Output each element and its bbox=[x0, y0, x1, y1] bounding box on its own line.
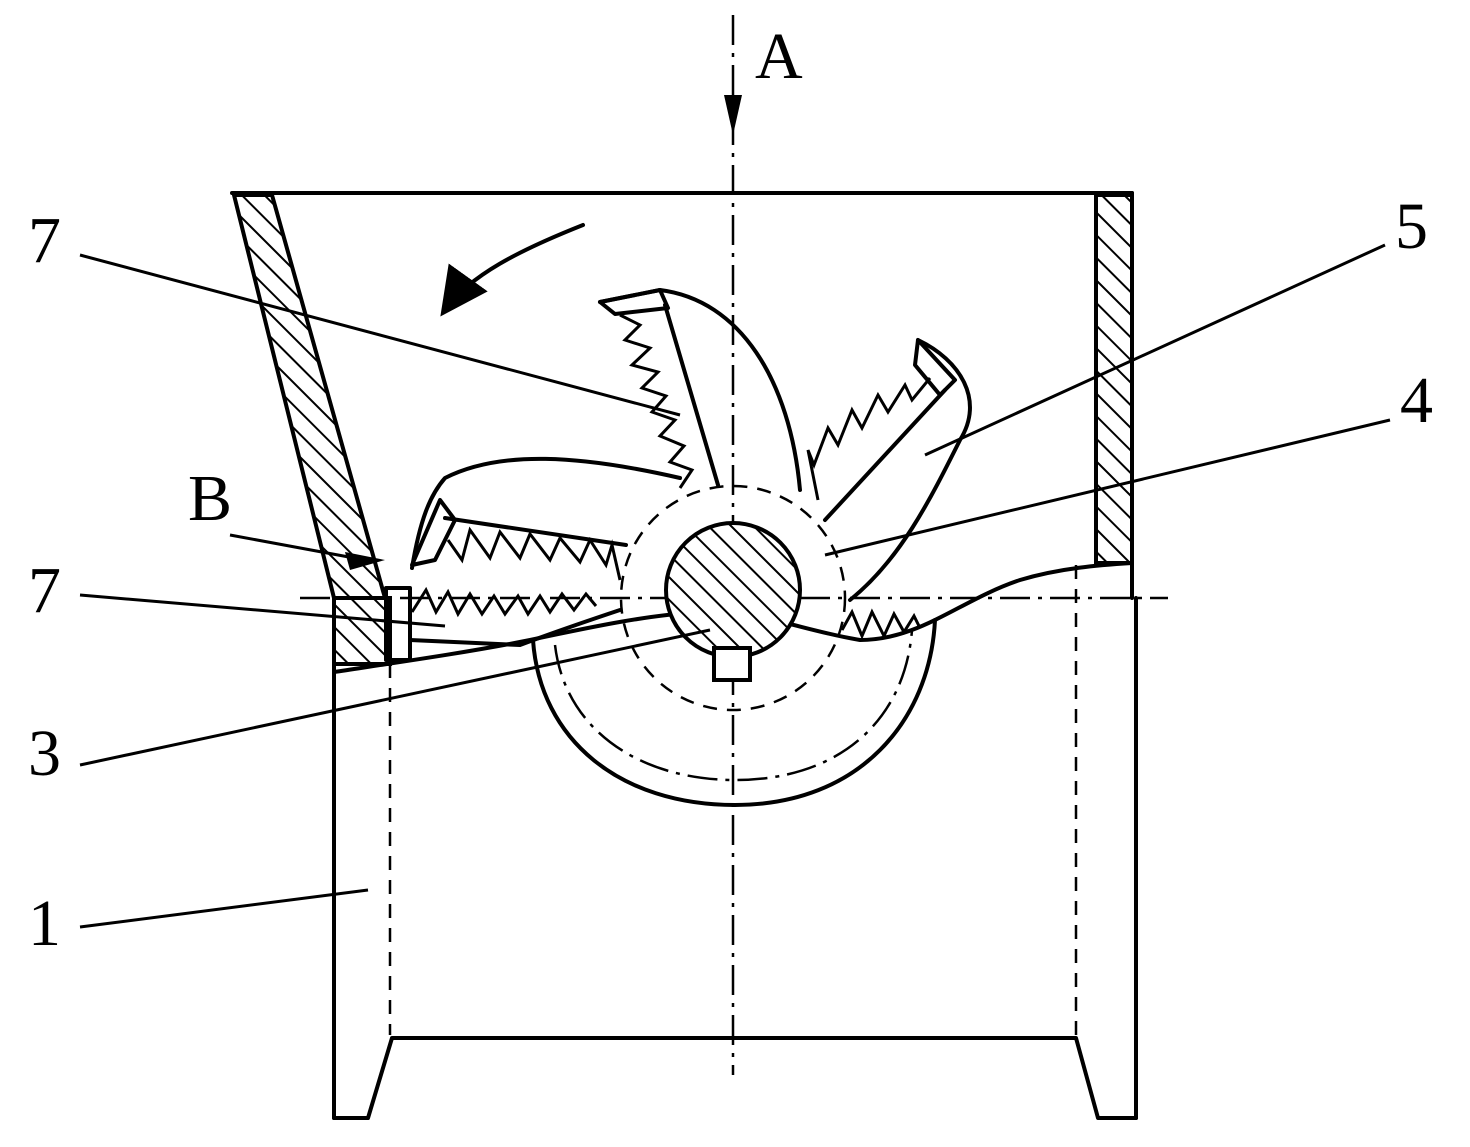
frame-left-block bbox=[332, 596, 392, 666]
right-teeth bbox=[840, 608, 922, 640]
label-part-4: 4 bbox=[1400, 364, 1433, 437]
label-part-1: 1 bbox=[28, 887, 61, 960]
label-part-7-bottom: 7 bbox=[28, 554, 61, 627]
label-part-7-top: 7 bbox=[28, 204, 61, 277]
hopper-left-wall bbox=[231, 193, 388, 600]
shaft-key bbox=[712, 646, 752, 682]
label-view-a: A bbox=[755, 20, 803, 93]
rotor-hub bbox=[619, 484, 847, 712]
blade-right bbox=[806, 338, 972, 602]
arrow-b bbox=[229, 533, 385, 570]
blade-top bbox=[598, 288, 802, 492]
rotor-drum bbox=[531, 618, 937, 807]
leader-lines bbox=[79, 243, 1391, 929]
label-view-b: B bbox=[188, 462, 232, 535]
rotation-arrow bbox=[440, 223, 585, 317]
label-part-3: 3 bbox=[28, 717, 61, 790]
label-part-5: 5 bbox=[1395, 190, 1428, 263]
frame-body bbox=[332, 565, 1138, 1120]
blade-left bbox=[410, 456, 682, 581]
frame-left-leg bbox=[332, 1036, 1138, 1120]
hopper bbox=[230, 191, 1134, 600]
hopper-right-wall bbox=[1094, 193, 1134, 565]
shaft bbox=[664, 521, 802, 659]
